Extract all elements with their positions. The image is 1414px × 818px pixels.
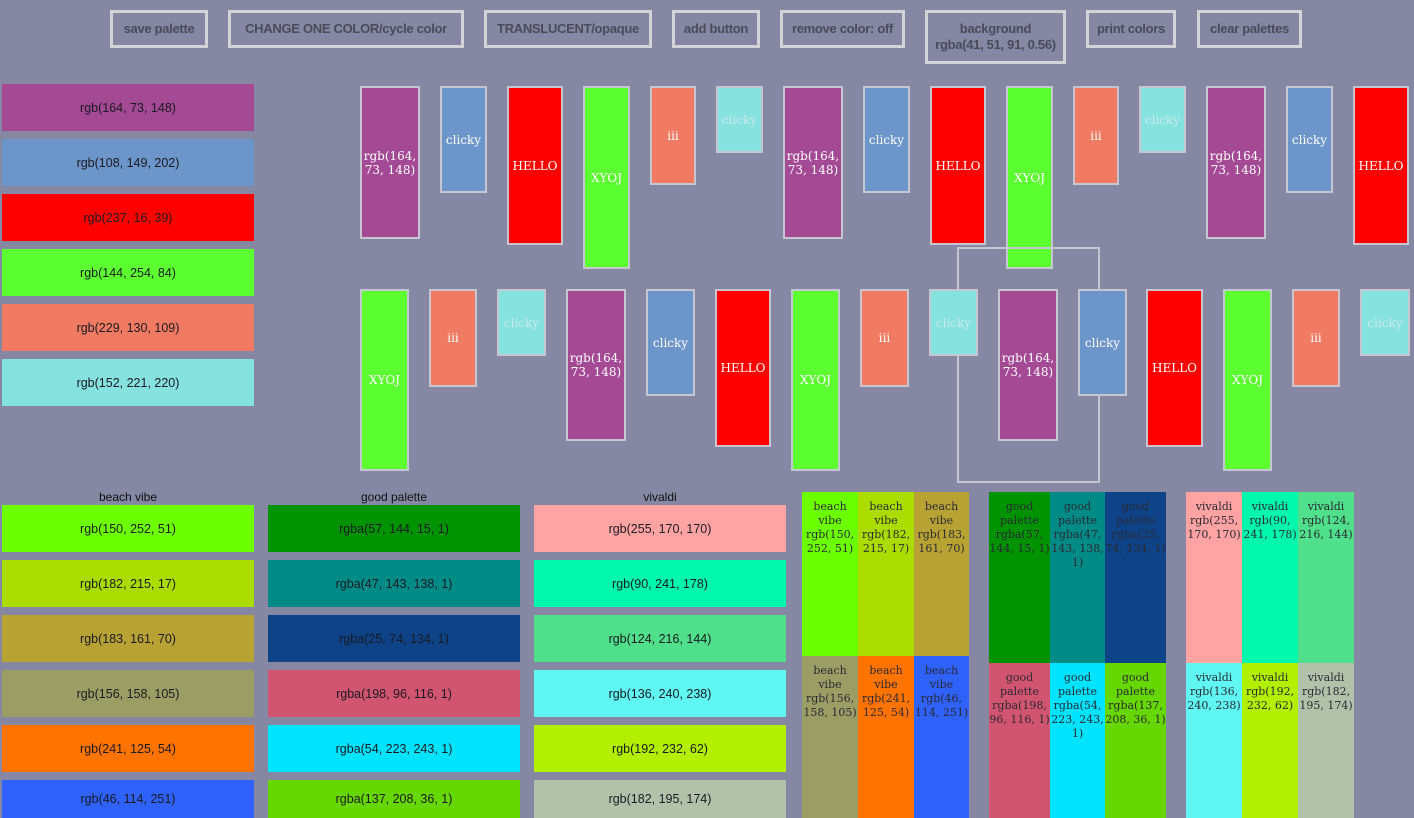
grid-cell[interactable]: vivaldi rgb(192, 232, 62) <box>1242 663 1298 818</box>
sample-tile[interactable]: XYOJ <box>791 289 840 471</box>
sample-tile[interactable]: clicky <box>929 289 978 356</box>
grid-cell[interactable]: vivaldi rgb(255, 170, 170) <box>1186 492 1242 663</box>
grid-cell[interactable]: beach vibe rgb(150, 252, 51) <box>802 492 858 656</box>
saved-swatch[interactable]: rgb(183, 161, 70) <box>2 615 254 662</box>
clear-palettes-button[interactable]: clear palettes <box>1197 10 1302 48</box>
current-swatch-6[interactable]: rgb(152, 221, 220) <box>2 359 254 406</box>
sample-tile[interactable]: iii <box>429 289 477 387</box>
sample-tile[interactable]: clicky <box>1286 86 1333 193</box>
grid-cell[interactable]: beach vibe rgb(182, 215, 17) <box>858 492 914 656</box>
sample-tile[interactable]: XYOJ <box>1223 289 1272 471</box>
saved-swatch[interactable]: rgb(255, 170, 170) <box>534 505 786 552</box>
saved-swatch[interactable]: rgba(198, 96, 116, 1) <box>268 670 520 717</box>
sample-tile[interactable]: iii <box>1292 289 1340 387</box>
saved-swatch[interactable]: rgb(241, 125, 54) <box>2 725 254 772</box>
saved-swatch[interactable]: rgb(182, 195, 174) <box>534 780 786 818</box>
sample-tile[interactable]: HELLO <box>715 289 771 447</box>
add-button-button[interactable]: add button <box>672 10 760 48</box>
saved-swatch[interactable]: rgba(54, 223, 243, 1) <box>268 725 520 772</box>
sample-tile[interactable]: iii <box>650 86 696 185</box>
sample-tile[interactable]: HELLO <box>1353 86 1409 245</box>
grid-cell[interactable]: beach vibe rgb(46, 114, 251) <box>914 656 969 818</box>
grid-cell[interactable]: good palette rgba(137, 208, 36, 1) <box>1105 663 1166 818</box>
grid-cell[interactable]: vivaldi rgb(136, 240, 238) <box>1186 663 1242 818</box>
sample-tile[interactable]: iii <box>860 289 909 387</box>
grid-cell[interactable]: good palette rgba(47, 143, 138, 1) <box>1050 492 1105 663</box>
grid-cell[interactable]: beach vibe rgb(156, 158, 105) <box>802 656 858 818</box>
saved-swatch[interactable]: rgb(124, 216, 144) <box>534 615 786 662</box>
current-swatch-2[interactable]: rgb(108, 149, 202) <box>2 139 254 186</box>
current-swatch-3[interactable]: rgb(237, 16, 39) <box>2 194 254 241</box>
grid-cell[interactable]: good palette rgba(54, 223, 243, 1) <box>1050 663 1105 818</box>
saved-palette-title: beach vibe <box>98 490 158 504</box>
sample-tile[interactable]: clicky <box>497 289 546 356</box>
grid-cell[interactable]: beach vibe rgb(241, 125, 54) <box>858 656 914 818</box>
sample-tile[interactable]: clicky <box>863 86 910 193</box>
sample-tile[interactable]: iii <box>1073 86 1119 185</box>
save-palette-button[interactable]: save palette <box>110 10 208 48</box>
sample-tile[interactable]: XYOJ <box>583 86 630 269</box>
translucent-toggle-button[interactable]: TRANSLUCENT/opaque <box>484 10 652 48</box>
print-colors-button[interactable]: print colors <box>1086 10 1176 48</box>
grid-cell[interactable]: vivaldi rgb(124, 216, 144) <box>1298 492 1354 663</box>
change-one-color-button[interactable]: CHANGE ONE COLOR/cycle color <box>228 10 464 48</box>
current-swatch-5[interactable]: rgb(229, 130, 109) <box>2 304 254 351</box>
sample-tile[interactable]: clicky <box>646 289 695 396</box>
sample-tile[interactable]: XYOJ <box>1006 86 1053 269</box>
sample-tile[interactable]: HELLO <box>507 86 563 245</box>
sample-tile[interactable]: rgb(164, 73, 148) <box>1206 86 1266 239</box>
grid-cell[interactable]: beach vibe rgb(183, 161, 70) <box>914 492 969 656</box>
grid-cell[interactable]: good palette rgba(198, 96, 116, 1) <box>989 663 1050 818</box>
sample-tile[interactable]: rgb(164, 73, 148) <box>360 86 420 239</box>
background-value: rgba(41, 51, 91, 0.56) <box>935 37 1056 52</box>
current-swatch-1[interactable]: rgb(164, 73, 148) <box>2 84 254 131</box>
saved-swatch[interactable]: rgb(136, 240, 238) <box>534 670 786 717</box>
saved-palette-title: good palette <box>360 490 428 504</box>
saved-swatch[interactable]: rgba(25, 74, 134, 1) <box>268 615 520 662</box>
saved-swatch[interactable]: rgba(47, 143, 138, 1) <box>268 560 520 607</box>
sample-tile[interactable]: clicky <box>1360 289 1410 356</box>
current-swatch-4[interactable]: rgb(144, 254, 84) <box>2 249 254 296</box>
sample-tile[interactable]: rgb(164, 73, 148) <box>783 86 843 239</box>
sample-tile[interactable]: clicky <box>716 86 763 153</box>
sample-tile[interactable]: XYOJ <box>360 289 409 471</box>
saved-swatch[interactable]: rgb(182, 215, 17) <box>2 560 254 607</box>
saved-palette-title: vivaldi <box>643 490 677 504</box>
grid-cell[interactable]: vivaldi rgb(182, 195, 174) <box>1298 663 1354 818</box>
sample-tile[interactable]: clicky <box>440 86 487 193</box>
grid-cell[interactable]: good palette rgba(57, 144, 15, 1) <box>989 492 1050 663</box>
background-label: background <box>959 21 1032 36</box>
saved-swatch[interactable]: rgb(156, 158, 105) <box>2 670 254 717</box>
sample-tile[interactable]: clicky <box>1139 86 1186 153</box>
sample-tile[interactable]: rgb(164, 73, 148) <box>998 289 1058 441</box>
saved-swatch[interactable]: rgb(90, 241, 178) <box>534 560 786 607</box>
saved-swatch[interactable]: rgb(192, 232, 62) <box>534 725 786 772</box>
sample-tile[interactable]: HELLO <box>1146 289 1203 447</box>
saved-swatch[interactable]: rgba(137, 208, 36, 1) <box>268 780 520 818</box>
saved-swatch[interactable]: rgba(57, 144, 15, 1) <box>268 505 520 552</box>
sample-tile[interactable]: HELLO <box>930 86 986 245</box>
background-button[interactable]: background rgba(41, 51, 91, 0.56) <box>925 10 1066 64</box>
saved-swatch[interactable]: rgb(46, 114, 251) <box>2 780 254 818</box>
saved-swatch[interactable]: rgb(150, 252, 51) <box>2 505 254 552</box>
grid-cell[interactable]: good palette rgba(25, 74, 134, 1) <box>1105 492 1166 663</box>
sample-tile[interactable]: clicky <box>1078 289 1127 396</box>
grid-cell[interactable]: vivaldi rgb(90, 241, 178) <box>1242 492 1298 663</box>
remove-color-toggle[interactable]: remove color: off <box>780 10 905 48</box>
sample-tile[interactable]: rgb(164, 73, 148) <box>566 289 626 441</box>
